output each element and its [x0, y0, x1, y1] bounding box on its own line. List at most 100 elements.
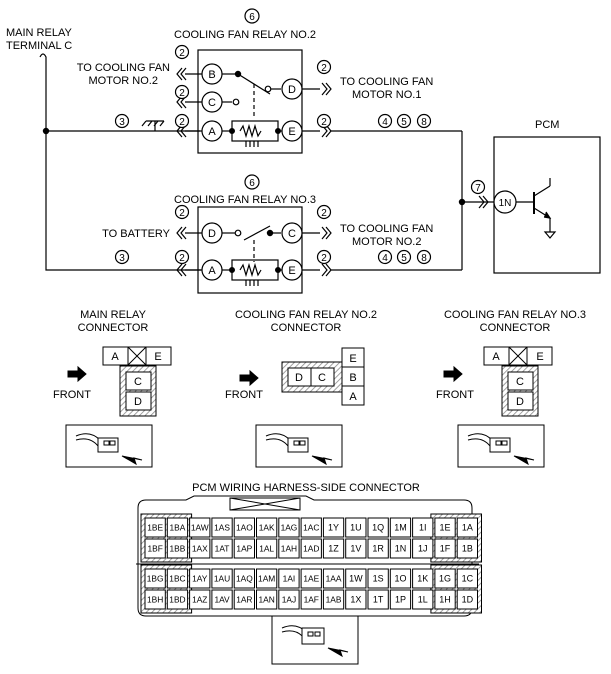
pcm-terminal-cell [211, 589, 233, 610]
relay3-box [197, 206, 303, 294]
main-relay-connector-pins: A E C D FRONT [53, 351, 162, 408]
pcm-terminal-cell [278, 538, 300, 559]
pcm-terminal-label: 1AQ [236, 574, 253, 584]
pcm-terminal-cell [434, 517, 456, 538]
pcm-terminal-label: 1I [419, 523, 427, 533]
pcm-terminal-cell [278, 568, 300, 589]
pcm-terminal-label: 1AW [191, 523, 209, 533]
main-relay-connector-title2: CONNECTOR [78, 322, 149, 334]
pcm-terminal-label: 1P [395, 595, 406, 605]
pcm-terminal-cell [456, 589, 479, 610]
fan-relay2-connector-title1: COOLING FAN RELAY NO.2 [235, 309, 377, 321]
to-fan2-top-line1: TO COOLING FAN [77, 62, 170, 74]
pcm-terminal-cell [456, 517, 479, 538]
main-feed-wire [39, 53, 201, 271]
pcm-terminal-label: 1Z [328, 544, 339, 554]
ground-symbol [141, 120, 165, 131]
pcm-terminal-label: 1AC [303, 523, 319, 533]
pcm-terminal-label: 1S [373, 574, 384, 584]
pcm-terminal-label: 1BH [147, 595, 163, 605]
ref-2: 2 [179, 117, 185, 128]
pcm-terminal-label: 1AS [214, 523, 230, 533]
pcm-terminal-label: 1V [350, 544, 361, 554]
pcm-terminal-label: 1X [350, 595, 361, 605]
pcm-terminal-label: 1AB [326, 595, 342, 605]
pcm-terminal-label: 1AE [303, 574, 319, 584]
pcm-terminal-label: 1N [395, 544, 407, 554]
ref-2: 2 [179, 253, 185, 264]
fan-relay3-connector [443, 346, 553, 417]
pcm-terminal-cell [345, 517, 367, 538]
ref-3: 3 [119, 253, 125, 264]
pcm-terminal-label: 1AF [304, 595, 319, 605]
ref-2: 2 [179, 88, 185, 99]
ref-5: 5 [401, 117, 407, 128]
ref-8: 8 [421, 117, 427, 128]
pcm-terminal-label: 1BE [147, 523, 163, 533]
pcm-terminal-cell [189, 589, 211, 610]
main-relay-connector [67, 346, 172, 417]
fan-relay3-connector-title1: COOLING FAN RELAY NO.3 [444, 309, 586, 321]
pcm-terminal-cell [389, 517, 412, 538]
pcm-terminal-label: 1D [462, 595, 474, 605]
pcm-terminal-label: 1C [462, 574, 474, 584]
pcm-terminal-label: 1AU [214, 574, 230, 584]
relay3-pin-e: E [288, 265, 295, 277]
pcm-terminal-label: 1AJ [282, 595, 296, 605]
pcm-terminal-label: 1BA [170, 523, 186, 533]
ref-5: 5 [401, 253, 407, 264]
pcm-terminal-cell [256, 589, 278, 610]
fan-relay3-pin-a: A [492, 351, 500, 363]
relay2-pin-b: B [208, 69, 215, 81]
main-relay-terminal-line2: TERMINAL C [6, 40, 72, 52]
pcm-terminal-cell [300, 589, 322, 610]
pcm-terminal-label: 1O [394, 574, 406, 584]
to-fan1-line2: MOTOR NO.1 [352, 89, 421, 101]
ref-2: 2 [321, 208, 327, 219]
pcm-terminal-label: 1R [372, 544, 384, 554]
pcm-terminal-label: 1M [394, 523, 407, 533]
relay3-pin-d: D [208, 228, 216, 240]
main-relay-pin-d: D [134, 396, 142, 408]
pcm-terminal-cell [211, 538, 233, 559]
fan-relay2-connector-pins: D C E B A FRONT [225, 353, 357, 403]
splice-dot [42, 127, 50, 135]
pcm-terminal-cell [345, 538, 367, 559]
pcm-pin-1n: 1N [499, 198, 512, 209]
pcm-terminal-label: 1AR [236, 595, 252, 605]
ref-2: 2 [321, 63, 327, 74]
relay3-ref-number: 6 [249, 178, 255, 189]
connector-thumbnails [65, 424, 545, 665]
to-fan2-bottom-line1: TO COOLING FAN [340, 223, 433, 235]
pcm-terminal-label: 1U [350, 523, 362, 533]
pcm-terminal-label: 1AL [259, 544, 274, 554]
fan-relay3-plug-icon [457, 424, 545, 468]
pcm-terminal-label: 1K [417, 574, 428, 584]
fan-relay3-front-label: FRONT [436, 389, 474, 401]
fan-relay2-pin-b: B [349, 372, 356, 384]
ref-7: 7 [475, 183, 481, 194]
pcm-terminal-cell [144, 517, 166, 538]
pcm-terminal-label: 1AN [259, 595, 275, 605]
pcm-terminal-label: 1AZ [192, 595, 207, 605]
pcm-terminal-cell [233, 538, 255, 559]
pcm-terminal-cell [211, 517, 233, 538]
pcm-terminal-label: 1AM [258, 574, 275, 584]
pcm-terminal-label: 1AG [281, 523, 298, 533]
pcm-terminal-cell [144, 568, 166, 589]
pcm-terminal-cell [256, 538, 278, 559]
pcm-terminal-cell [434, 589, 456, 610]
pcm-terminal-label: 1AH [281, 544, 297, 554]
pcm-terminal-cell [367, 568, 389, 589]
relay2-pin-c: C [208, 97, 216, 109]
pcm-terminal-label: 1L [418, 595, 428, 605]
pcm-terminal-cell [278, 517, 300, 538]
pcm-terminal-label: 1BG [147, 574, 164, 584]
pcm-terminal-label: 1BB [170, 544, 186, 554]
relay2-pin-e: E [288, 126, 295, 138]
pcm-terminal-cell [144, 589, 166, 610]
pcm-terminal-label: 1AA [326, 574, 342, 584]
main-relay-pin-c: C [134, 376, 142, 388]
fan-relay2-connector-title2: CONNECTOR [271, 322, 342, 334]
fan-relay2-pin-c: C [318, 372, 326, 384]
